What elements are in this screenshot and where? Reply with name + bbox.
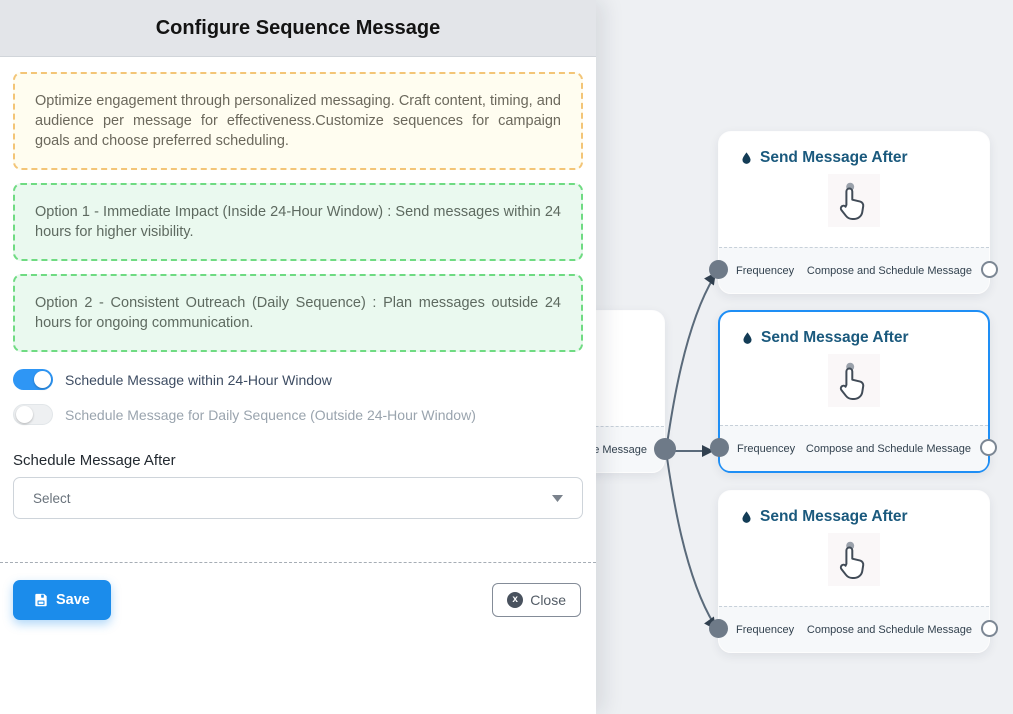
save-floppy-icon [35, 593, 47, 607]
toggle-daily-sequence-label: Schedule Message for Daily Sequence (Out… [65, 406, 476, 423]
schedule-after-label: Schedule Message After [13, 452, 176, 469]
toggle-knob [34, 371, 51, 388]
tap-gesture-icon [828, 174, 880, 227]
droplet-icon [742, 152, 751, 164]
close-button-label: Close [530, 592, 566, 608]
option1-note: Option 1 - Immediate Impact (Inside 24-H… [13, 183, 583, 261]
info-note: Optimize engagement through personalized… [13, 72, 583, 170]
flow-node-send-message-after-3[interactable]: Send Message After Frequencey Compose an… [709, 490, 998, 653]
tap-gesture-icon [828, 354, 880, 407]
schedule-after-select[interactable]: Select [13, 477, 583, 519]
compose-schedule-label[interactable]: Compose and Schedule Message [805, 442, 971, 455]
source-handle[interactable] [980, 439, 997, 456]
droplet-icon [743, 332, 752, 344]
toggle-knob [16, 406, 33, 423]
flow-node-send-message-after-2[interactable]: Send Message After Frequencey Compose an… [710, 310, 997, 473]
toggle-within-24h[interactable] [13, 369, 53, 390]
compose-schedule-label[interactable]: Compose and Schedule Message [806, 623, 972, 636]
edge-top [665, 276, 715, 452]
target-handle[interactable] [709, 260, 728, 279]
node-title-text: Send Message After [760, 508, 908, 525]
option2-note: Option 2 - Consistent Outreach (Daily Se… [13, 274, 583, 352]
flow-node-send-message-after-1[interactable]: Send Message After Frequencey Compose an… [709, 131, 998, 294]
configure-sequence-panel: Configure Sequence Message Optimize enga… [0, 0, 596, 620]
toggle-daily-sequence[interactable] [13, 404, 53, 425]
footer-button-row: Save x Close [13, 580, 581, 620]
toggle-row-daily-sequence: Schedule Message for Daily Sequence (Out… [13, 404, 583, 425]
node-footer: Frequencey Compose and Schedule Message [720, 425, 988, 471]
target-handle[interactable] [709, 619, 728, 638]
tap-gesture-icon [828, 533, 880, 586]
save-button[interactable]: Save [13, 580, 111, 620]
divider [0, 562, 596, 563]
panel-header: Configure Sequence Message [0, 0, 596, 57]
close-button[interactable]: x Close [492, 583, 581, 617]
source-handle[interactable] [981, 261, 998, 278]
node-title: Send Message After [719, 491, 989, 526]
node-title: Send Message After [719, 132, 989, 167]
arrowhead-icon [702, 445, 714, 457]
close-circle-icon: x [507, 592, 524, 608]
toggle-within-24h-label: Schedule Message within 24-Hour Window [65, 371, 332, 388]
node-title-text: Send Message After [760, 149, 908, 166]
node-footer: Frequencey Compose and Schedule Message [719, 606, 989, 652]
select-placeholder: Select [33, 490, 71, 506]
target-handle[interactable] [710, 438, 729, 457]
save-button-label: Save [56, 592, 90, 608]
page-title: Configure Sequence Message [155, 16, 441, 39]
source-handle[interactable] [981, 620, 998, 637]
node-footer-fragment: ce Message [587, 443, 647, 456]
toggle-row-within-24h: Schedule Message within 24-Hour Window [13, 369, 583, 390]
compose-schedule-label[interactable]: Compose and Schedule Message [806, 264, 972, 277]
edge-bottom [665, 450, 715, 625]
frequency-label[interactable]: Frequencey [737, 442, 796, 455]
frequency-label[interactable]: Frequencey [736, 264, 795, 277]
source-handle[interactable] [654, 438, 676, 460]
node-title: Send Message After [720, 312, 988, 347]
node-title-text: Send Message After [761, 329, 909, 346]
frequency-label[interactable]: Frequencey [736, 623, 795, 636]
droplet-icon [742, 511, 751, 523]
chevron-down-icon [552, 494, 563, 502]
node-footer: Frequencey Compose and Schedule Message [719, 247, 989, 293]
